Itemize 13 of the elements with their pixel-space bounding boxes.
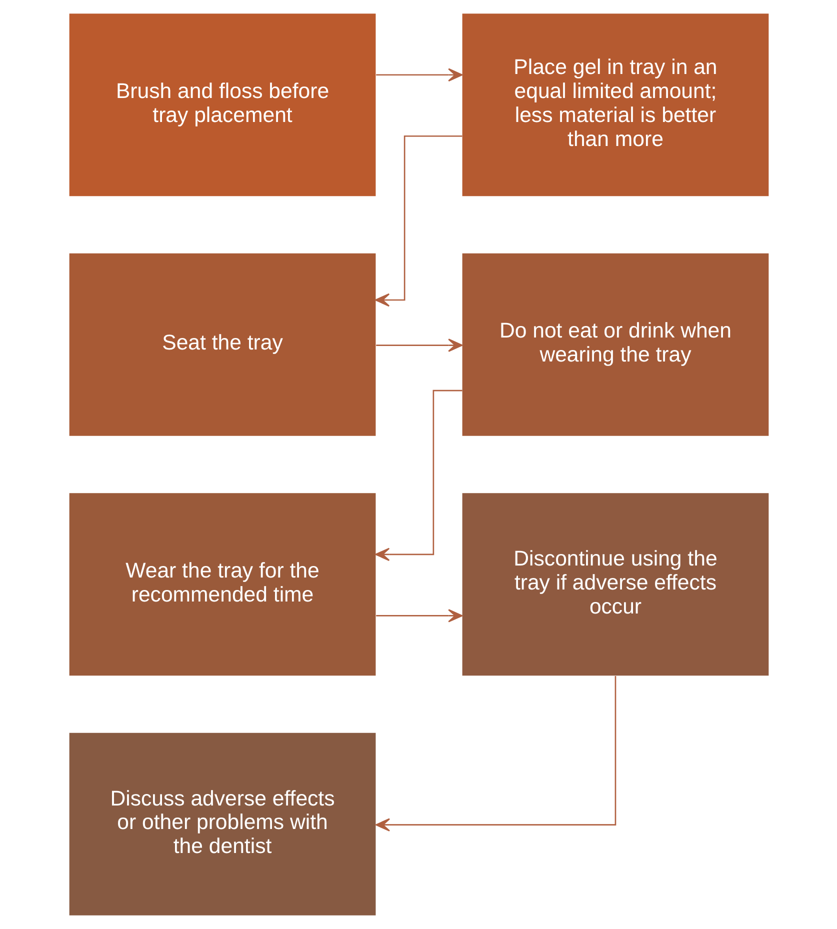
node-box: Brush and floss before tray placement	[68, 14, 376, 196]
arrow	[376, 338, 462, 352]
node-box: Discontinue using the tray if adverse effects occur	[462, 493, 768, 676]
arrow	[376, 609, 462, 622]
node-box: Wear the tray for the recommended time	[68, 493, 376, 676]
node-box: Discuss adverse effects or other problems with the dentist	[68, 732, 376, 916]
arrow	[374, 390, 462, 562]
node-box: Do not eat or drink when wearing the tray	[462, 253, 768, 436]
arrow	[374, 676, 616, 832]
node-box: Place gel in tray in an equal limited amount; less material is better than more	[462, 14, 768, 196]
node-box: Seat the tray	[68, 253, 376, 436]
arrow	[374, 135, 462, 307]
arrow	[376, 68, 462, 82]
